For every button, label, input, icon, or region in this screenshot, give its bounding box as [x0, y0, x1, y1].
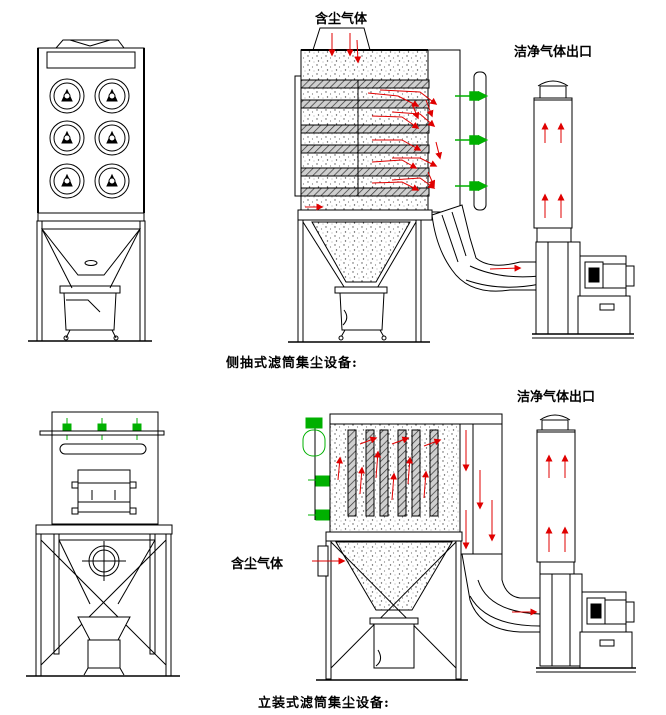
- bottom-front-view: [26, 411, 180, 677]
- top-pulse-valves: [455, 90, 489, 192]
- caption-vertical-mount: 立装式滤筒集尘设备:: [258, 696, 390, 711]
- top-side-view: [288, 27, 635, 343]
- bottom-flow-arrows: [312, 430, 569, 616]
- label-dusty-gas-bottom: 含尘气体: [231, 557, 284, 572]
- label-clean-outlet-top: 洁净气体出口: [514, 45, 593, 60]
- top-flow-arrows: [305, 33, 565, 272]
- bottom-side-view: [302, 413, 636, 681]
- cartridge-ports: [49, 78, 130, 199]
- caption-side-extraction: 侧抽式滤筒集尘设备:: [226, 356, 358, 371]
- filter-plates: [300, 79, 430, 197]
- label-dusty-gas-top: 含尘气体: [315, 12, 368, 27]
- label-clean-outlet-bottom: 洁净气体出口: [517, 390, 596, 405]
- top-front-view: [28, 39, 152, 342]
